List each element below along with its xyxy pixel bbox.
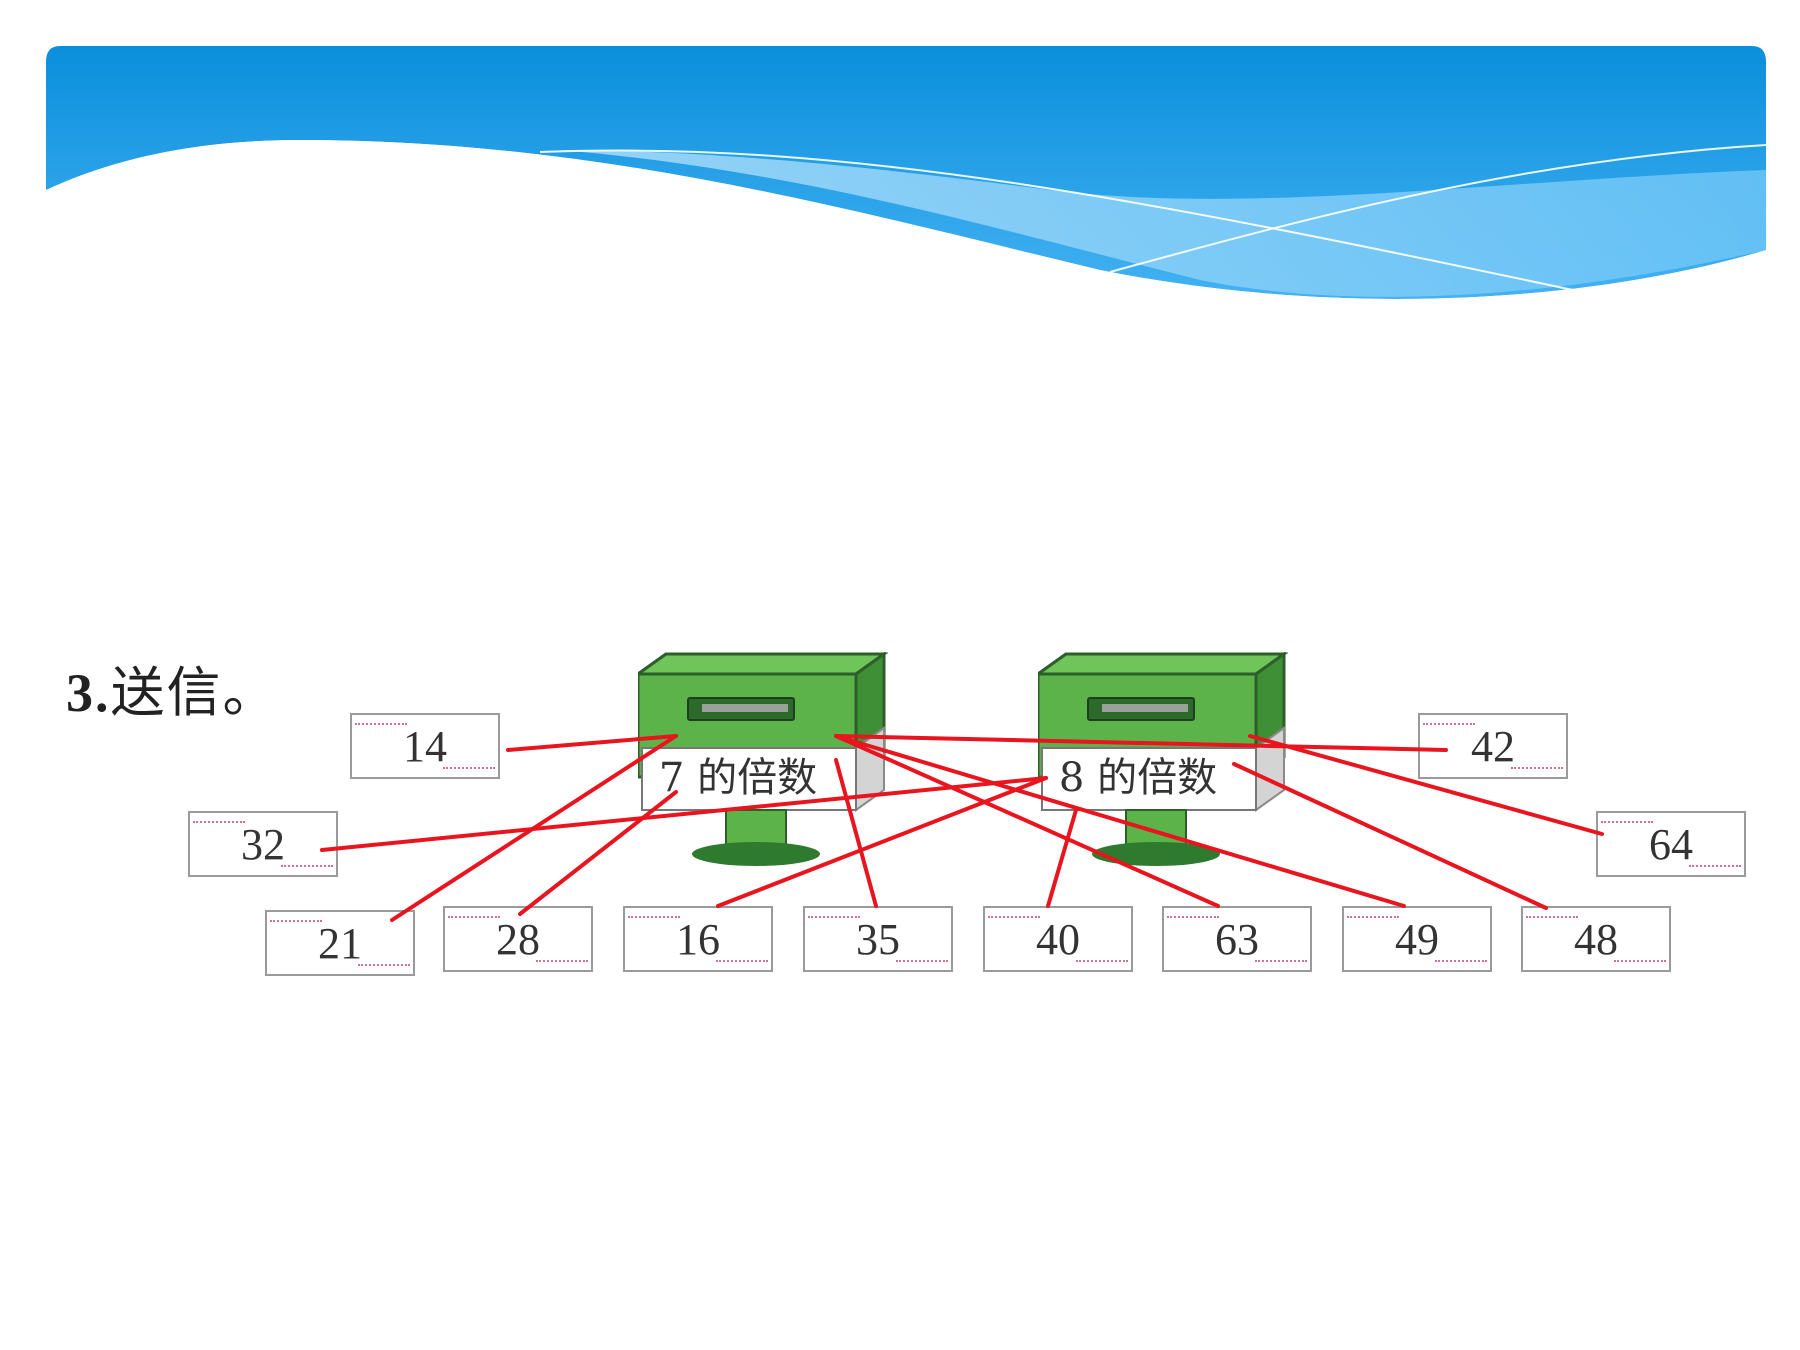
envelope-number: 28 <box>496 915 540 964</box>
envelope-number: 64 <box>1649 820 1693 869</box>
line-64-to-8 <box>1248 734 1604 836</box>
stamp-mark <box>1255 960 1307 969</box>
stamp-mark <box>1614 960 1666 969</box>
line-40-to-8 <box>1046 808 1078 908</box>
envelope-63: 63 <box>1162 906 1312 972</box>
stamp-mark <box>1526 909 1578 918</box>
line-16-to-8 <box>716 776 1048 908</box>
header-wave-banner <box>46 46 1767 340</box>
line-63-to-7 <box>834 734 1220 908</box>
envelope-14: 14 <box>350 713 500 779</box>
envelope-number: 32 <box>241 820 285 869</box>
stamp-mark <box>808 909 860 918</box>
stamp-mark <box>1076 960 1128 969</box>
stamp-mark <box>1423 716 1475 725</box>
exercise-title: 3.送信。 <box>66 648 279 727</box>
envelope-number: 49 <box>1395 915 1439 964</box>
exercise-number: 3. <box>66 663 111 723</box>
envelope-number: 14 <box>403 722 447 771</box>
envelope-number: 42 <box>1471 722 1515 771</box>
envelope-number: 21 <box>318 919 362 968</box>
envelope-49: 49 <box>1342 906 1492 972</box>
stamp-mark <box>355 716 407 725</box>
line-28-to-7 <box>518 790 678 916</box>
stamp-mark <box>716 960 768 969</box>
envelope-48: 48 <box>1521 906 1671 972</box>
envelope-number: 48 <box>1574 915 1618 964</box>
envelope-16: 16 <box>623 906 773 972</box>
mailbox-8-label: 8 的倍数 <box>1058 755 1218 801</box>
stamp-mark <box>536 960 588 969</box>
stamp-mark <box>1435 960 1487 969</box>
envelope-35: 35 <box>803 906 953 972</box>
line-48-to-8 <box>1232 762 1548 910</box>
envelope-number: 40 <box>1036 915 1080 964</box>
line-14-to-7 <box>506 734 678 752</box>
stamp-mark <box>448 909 500 918</box>
envelope-number: 63 <box>1215 915 1259 964</box>
stamp-mark <box>896 960 948 969</box>
envelope-number: 35 <box>856 915 900 964</box>
stamp-mark <box>1167 909 1219 918</box>
stamp-mark <box>281 865 333 874</box>
envelope-32: 32 <box>188 811 338 877</box>
mailbox-7-label: 7 的倍数 <box>658 755 818 801</box>
stamp-mark <box>270 913 322 922</box>
line-49-to-7 <box>834 734 1406 908</box>
stamp-mark <box>988 909 1040 918</box>
envelope-21: 21 <box>265 910 415 976</box>
exercise-text: 送信。 <box>110 661 279 724</box>
envelope-28: 28 <box>443 906 593 972</box>
stamp-mark <box>1347 909 1399 918</box>
envelope-64: 64 <box>1596 811 1746 877</box>
stamp-mark <box>1601 814 1653 823</box>
envelope-40: 40 <box>983 906 1133 972</box>
line-32-to-8 <box>320 776 1048 852</box>
stamp-mark <box>443 767 495 776</box>
stamp-mark <box>358 964 410 973</box>
stamp-mark <box>1689 865 1741 874</box>
line-35-to-7 <box>834 758 878 908</box>
stamp-mark <box>1511 767 1563 776</box>
envelope-number: 16 <box>676 915 720 964</box>
stamp-mark <box>628 909 680 918</box>
line-42-to-7 <box>834 734 1448 752</box>
stamp-mark <box>193 814 245 823</box>
envelope-42: 42 <box>1418 713 1568 779</box>
